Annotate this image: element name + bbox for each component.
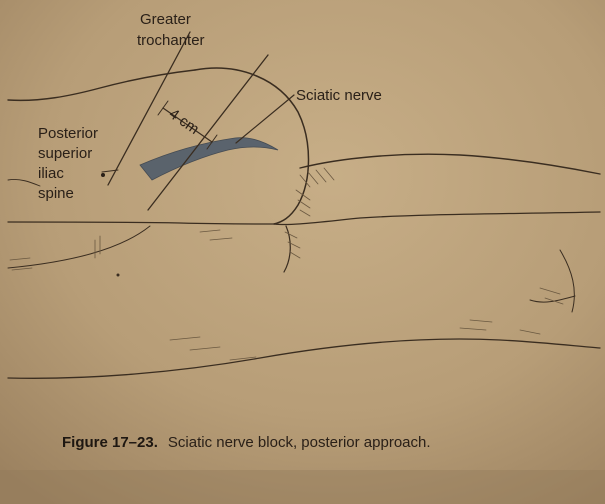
landmark-dot: [117, 274, 120, 277]
figure-caption: Figure 17–23. Sciatic nerve block, poste…: [62, 434, 431, 451]
label-greater-trochanter-2: trochanter: [137, 32, 205, 49]
figure-number: Figure 17–23.: [62, 434, 158, 451]
psis-point: [101, 173, 105, 177]
figure-caption-text: Sciatic nerve block, posterior approach.: [168, 434, 431, 451]
label-psis-1: Posterior: [38, 125, 98, 142]
label-psis-3: iliac: [38, 165, 64, 182]
label-psis-4: spine: [38, 185, 74, 202]
label-sciatic-nerve: Sciatic nerve: [296, 87, 382, 104]
label-psis-2: superior: [38, 145, 92, 162]
page-shadow: [0, 470, 605, 504]
label-greater-trochanter-1: Greater: [140, 11, 191, 28]
